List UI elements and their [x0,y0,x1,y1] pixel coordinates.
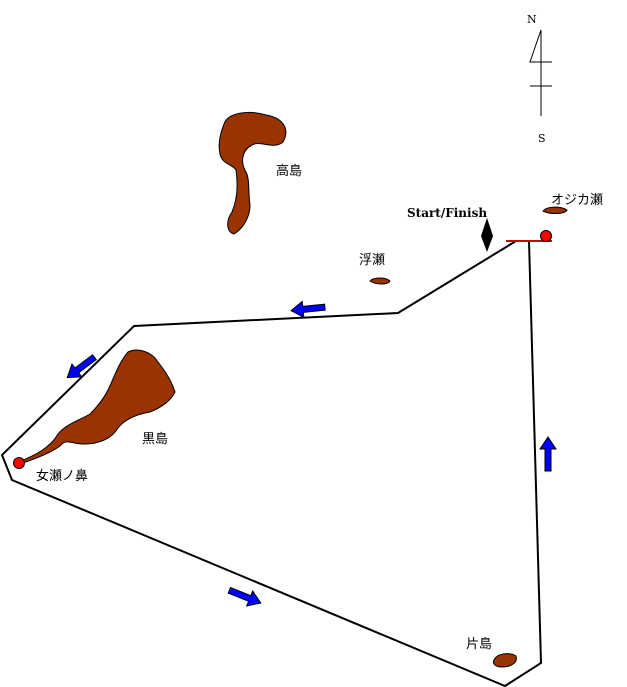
compass-north-arrowhead [529,29,552,63]
course-line [0,240,543,687]
label-ojikase: オジカ瀬 [551,193,603,208]
start-finish-flag-marker [481,218,493,252]
direction-arrow-west [290,300,326,319]
island-kuroshima [17,349,176,465]
mark-buoy-mesenohana [13,457,25,469]
island-ojikase [542,206,568,214]
label-ukise: 浮瀬 [359,253,385,268]
start-finish-label: Start/Finish [407,206,487,220]
island-ukise [369,277,391,285]
mark-buoy-start [540,230,552,242]
compass-south-label: S [538,132,546,145]
direction-arrow-north [539,436,557,472]
compass-rose: N S [527,13,552,145]
island-katashima [493,653,517,668]
label-takashima: 高島 [276,163,302,179]
compass-north-label: N [527,13,537,26]
direction-arrow-southeast [227,586,262,607]
island-takashima [218,111,287,235]
label-kuroshima: 黒島 [142,432,168,447]
label-mesenohana: 女瀬ノ鼻 [36,468,88,484]
direction-arrow-southwest [66,354,97,379]
label-katashima: 片島 [466,637,492,652]
